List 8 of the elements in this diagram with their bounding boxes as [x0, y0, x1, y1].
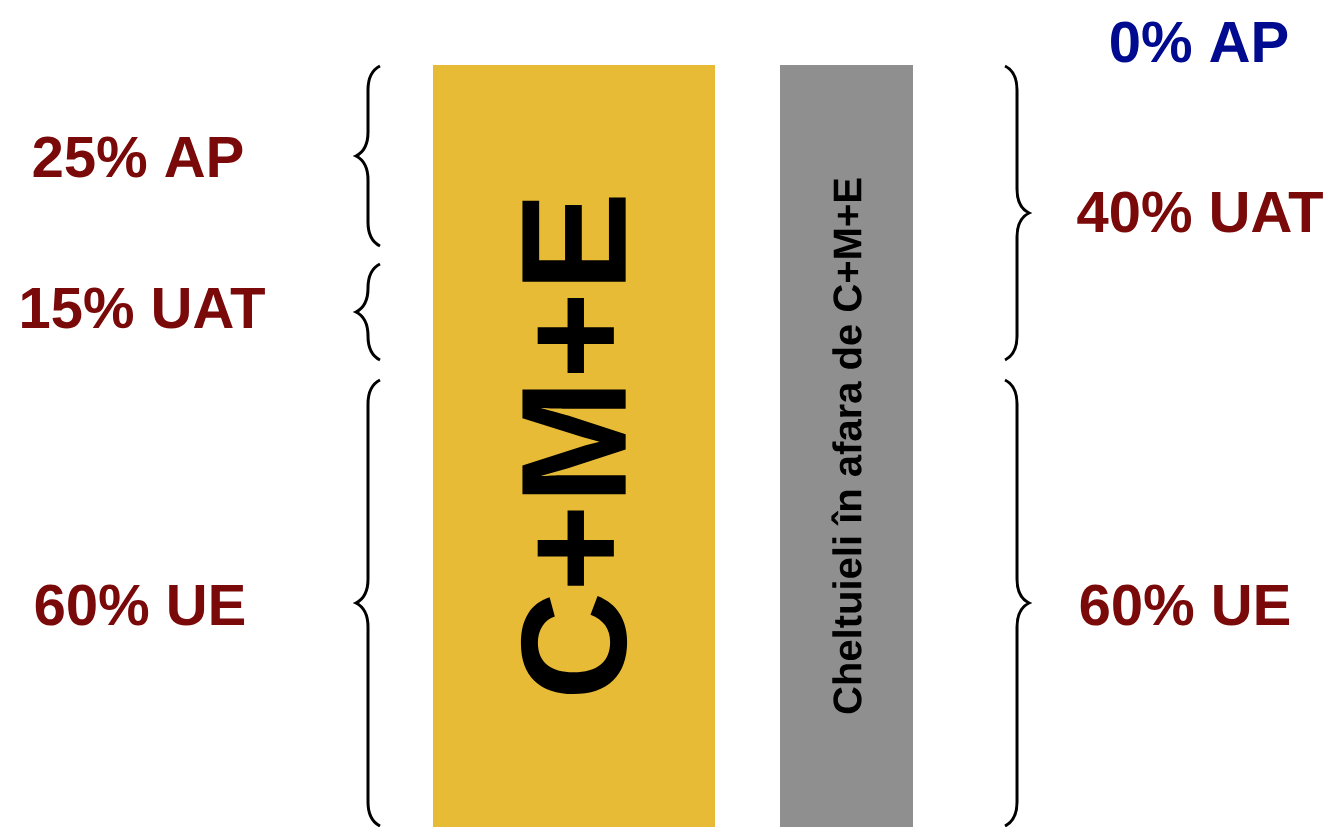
percentage-label: 25% AP	[33, 136, 243, 178]
percentage-label: 60% UE	[1080, 584, 1290, 626]
percentage-label: 15% UAT	[22, 287, 265, 329]
cost-bar: Cheltuieli în afara de C+M+E	[780, 65, 913, 827]
percentage-label: 40% UAT	[1077, 191, 1323, 233]
cost-bar: C+M+E	[433, 65, 715, 827]
percentage-label: 0% AP	[1111, 21, 1288, 63]
percentage-label: 60% UE	[35, 584, 245, 626]
